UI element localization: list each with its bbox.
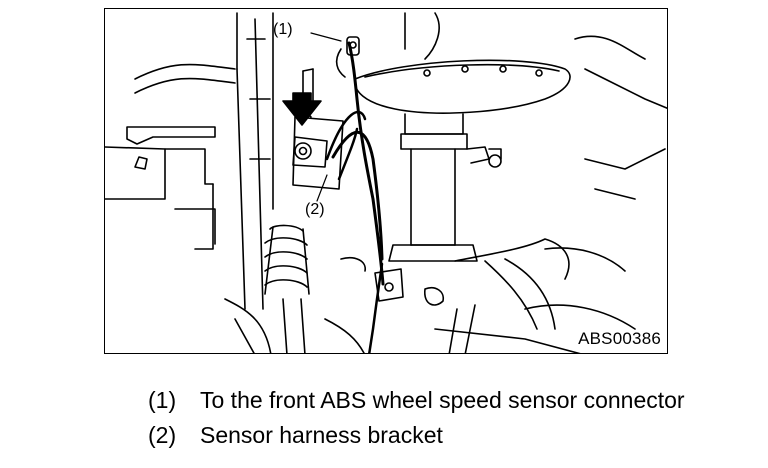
callout-2: (2) bbox=[305, 201, 325, 218]
legend-text: Sensor harness bracket bbox=[200, 422, 443, 448]
legend: (1) To the front ABS wheel speed sensor … bbox=[148, 383, 685, 453]
legend-number: (2) bbox=[148, 422, 177, 448]
legend-item: (2) Sensor harness bracket bbox=[148, 418, 685, 453]
callout-1: (1) bbox=[273, 21, 293, 38]
legend-text: To the front ABS wheel speed sensor conn… bbox=[200, 387, 685, 413]
figure-code: ABS00386 bbox=[578, 329, 661, 348]
legend-number: (1) bbox=[148, 387, 177, 413]
legend-item: (1) To the front ABS wheel speed sensor … bbox=[148, 383, 685, 418]
diagram-frame: (1) (2) ABS00386 bbox=[104, 8, 668, 354]
suspension-illustration bbox=[105, 12, 667, 353]
